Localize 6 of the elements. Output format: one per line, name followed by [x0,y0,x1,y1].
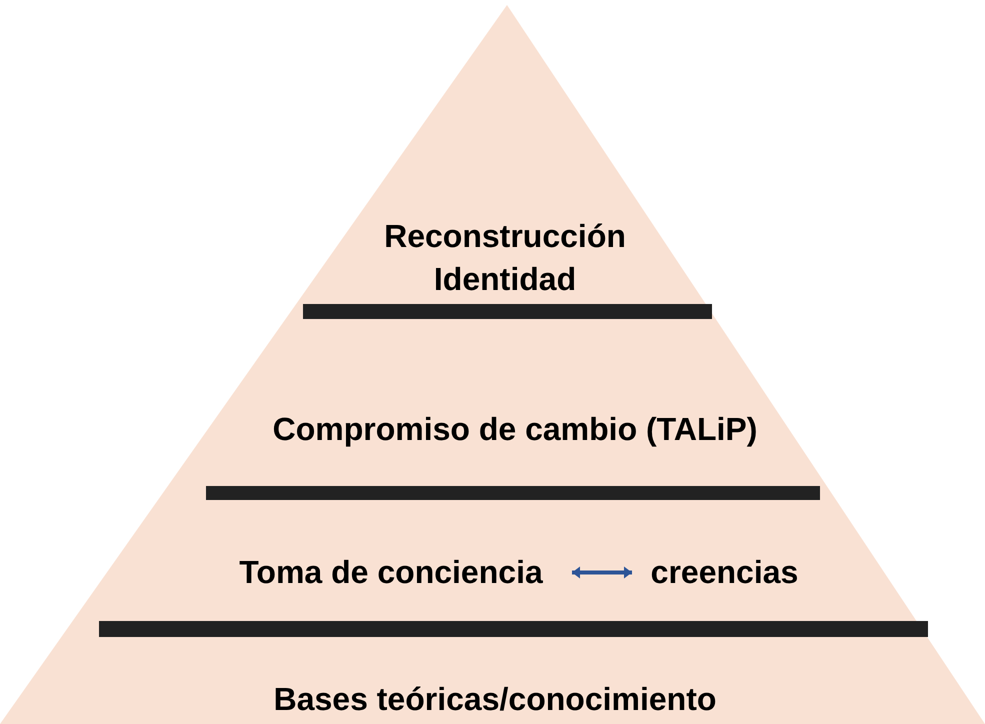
layer-label: Bases teóricas/conocimiento [230,678,760,721]
double-arrow [572,566,632,578]
layer-label: creencias [632,551,817,594]
layer-label: Compromiso de cambio (TALiP) [230,408,800,451]
layer-label: Reconstrucción Identidad [330,215,680,301]
layer-label: Toma de conciencia [210,551,572,594]
